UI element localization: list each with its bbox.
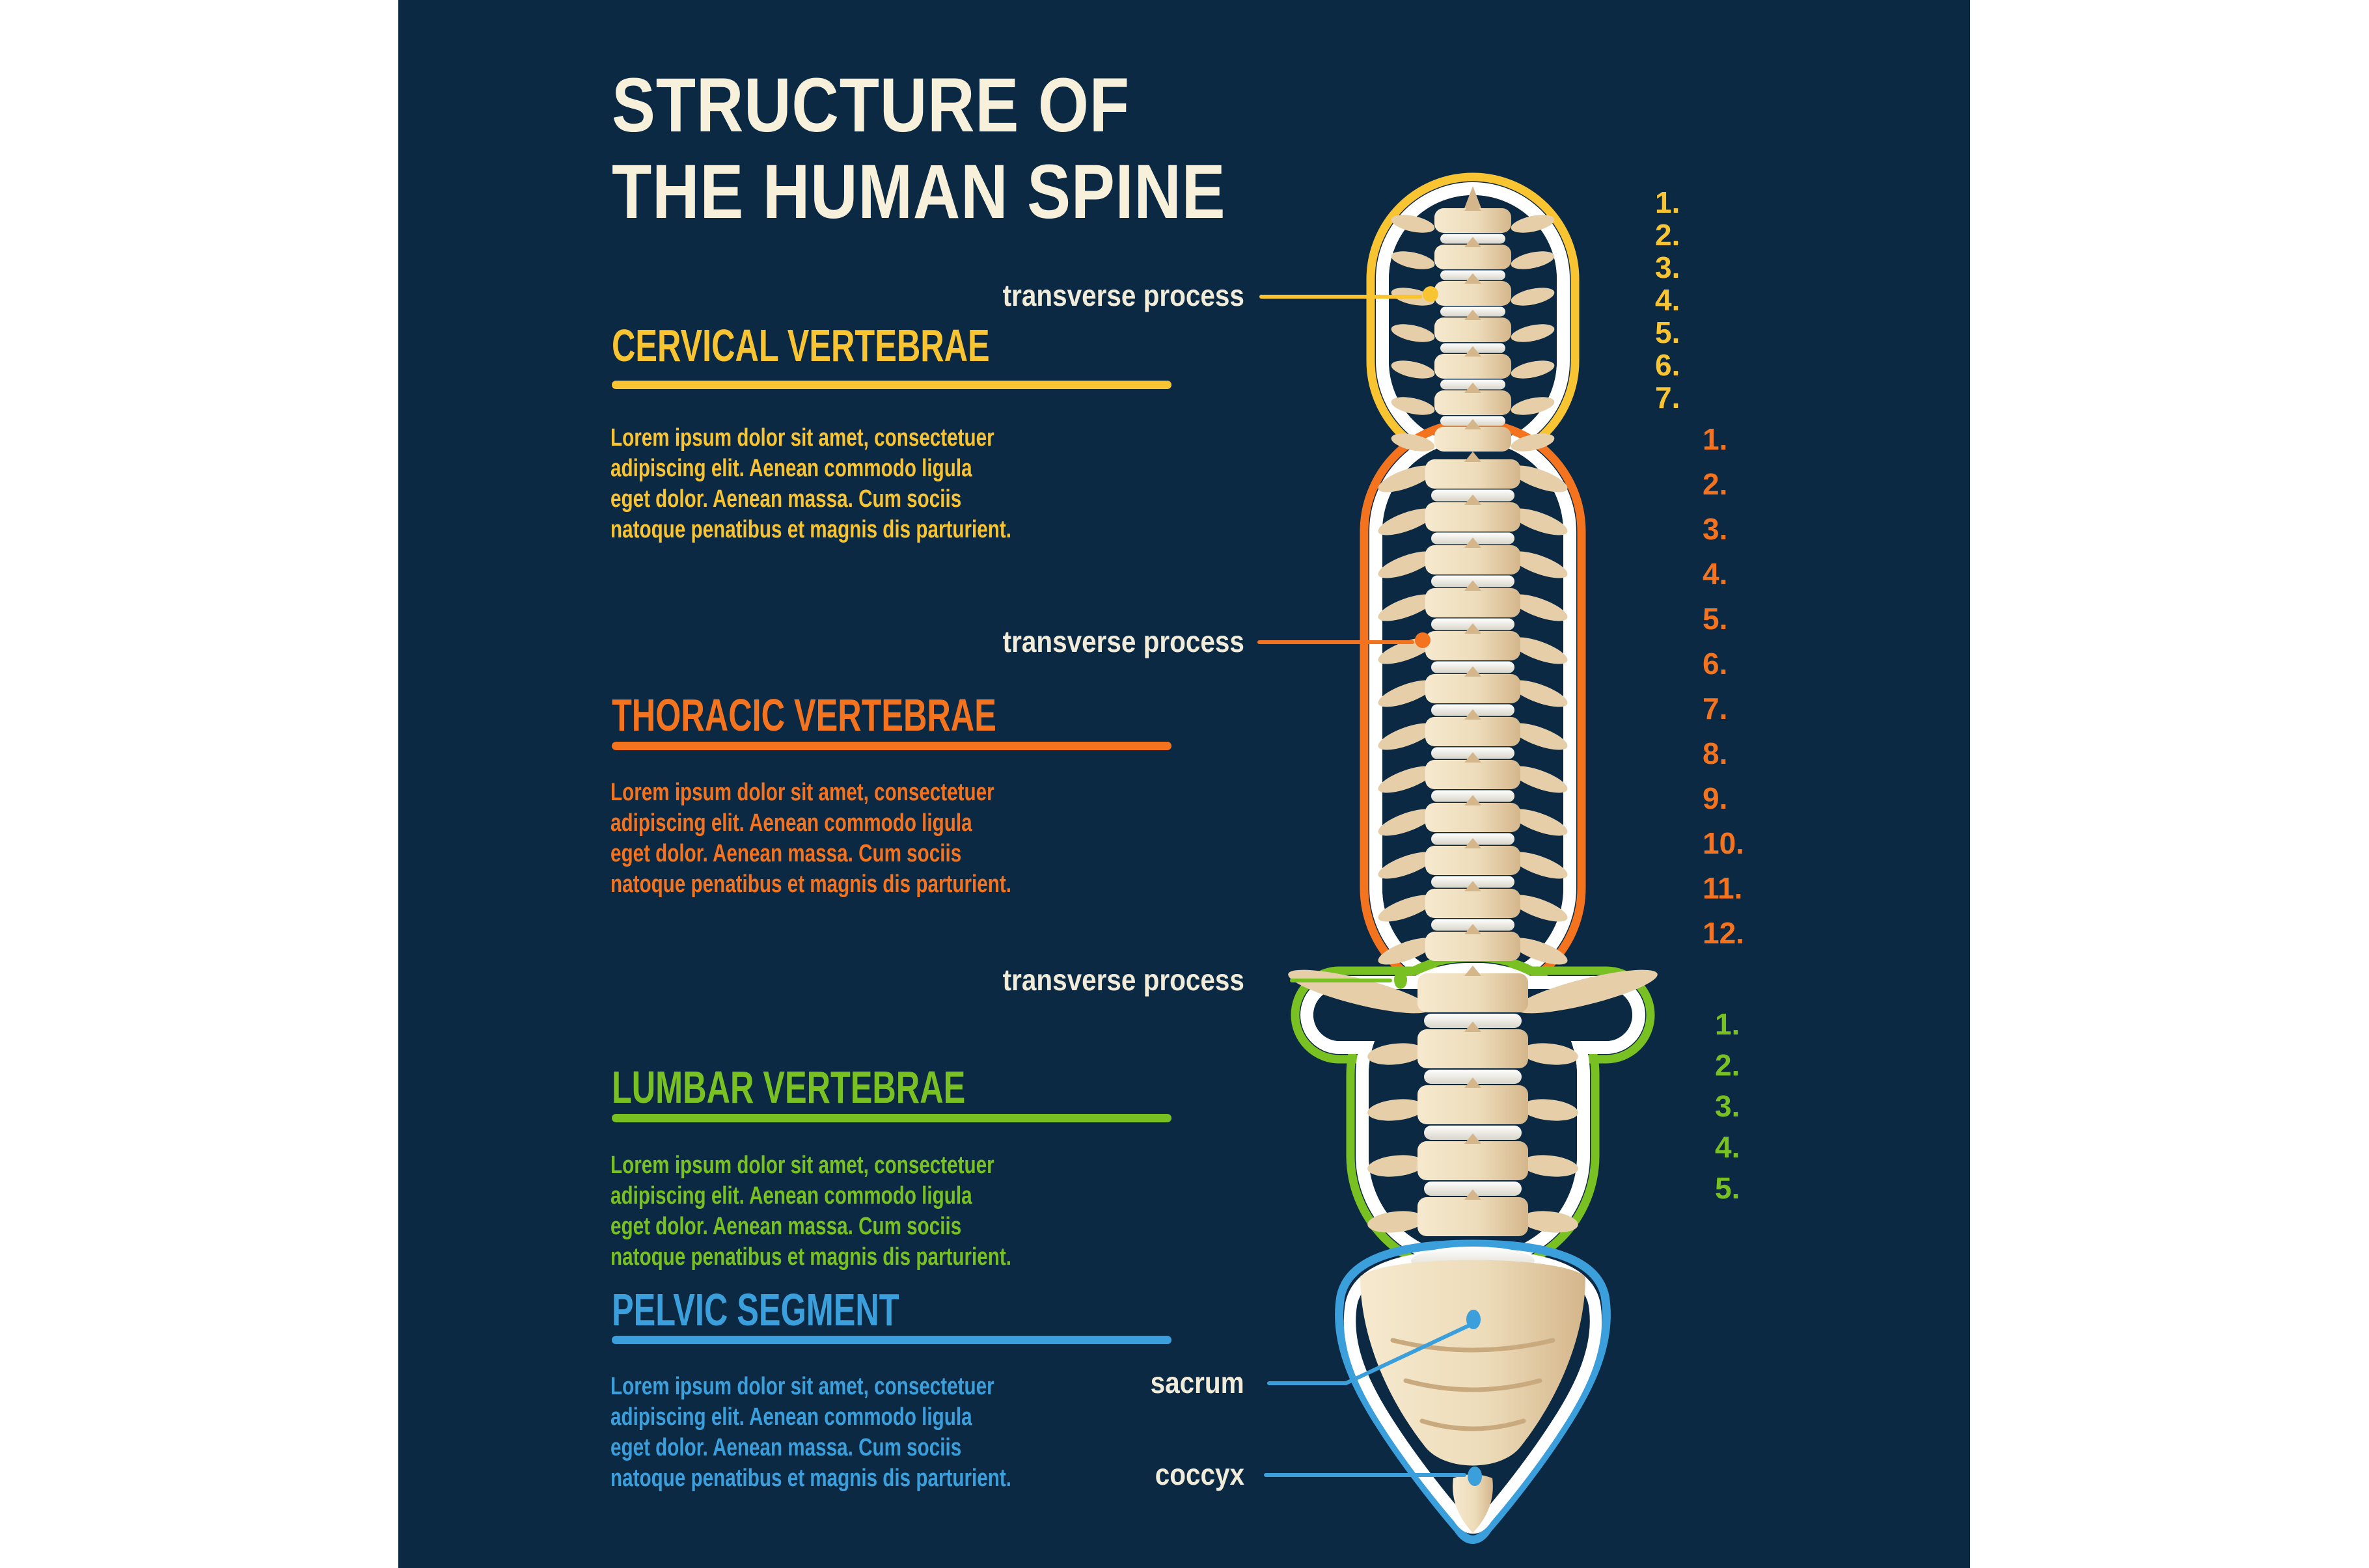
section-underline-thoracic: [612, 742, 1171, 750]
page-title-line2: THE HUMAN SPINE: [612, 149, 1226, 235]
section-description-pelvic: Lorem ipsum dolor sit amet, consectetuer…: [610, 1373, 1011, 1492]
vertebra-number: 3.: [1655, 250, 1680, 284]
vertebra-number: 4.: [1703, 557, 1728, 591]
label-transverse-process-cervical: transverse process: [1002, 278, 1244, 312]
vertebra-number: 12.: [1703, 916, 1744, 950]
vertebra-number: 5.: [1655, 316, 1680, 349]
vertebra-number: 2.: [1715, 1048, 1740, 1082]
vertebra-number: 1.: [1715, 1007, 1740, 1041]
section-underline-lumbar: [612, 1114, 1171, 1122]
page-title: STRUCTURE OF THE HUMAN SPINE: [612, 62, 1226, 236]
vertebra-number: 5.: [1715, 1171, 1740, 1205]
section-underline-pelvic: [612, 1336, 1171, 1344]
label-transverse-process-thoracic: transverse process: [1002, 625, 1244, 658]
vertebra-number: 8.: [1703, 737, 1728, 770]
background-panel: [398, 0, 1970, 1568]
section-description-cervical: Lorem ipsum dolor sit amet, consectetuer…: [610, 424, 1011, 543]
section-underline-cervical: [612, 381, 1171, 389]
section-heading-pelvic: PELVIC SEGMENT: [612, 1284, 899, 1335]
section-heading-lumbar: LUMBAR VERTEBRAE: [612, 1062, 966, 1113]
thoracic-numbers-column: 1. 2. 3. 4. 5. 6. 7. 8. 9. 10. 11. 12.: [1703, 424, 1744, 963]
vertebra-number: 1.: [1655, 185, 1680, 219]
section-description-thoracic: Lorem ipsum dolor sit amet, consectetuer…: [610, 779, 1011, 898]
vertebra-number: 1.: [1703, 422, 1728, 456]
section-description-lumbar: Lorem ipsum dolor sit amet, consectetuer…: [610, 1152, 1011, 1271]
lumbar-numbers-column: 1. 2. 3. 4. 5.: [1715, 1009, 1740, 1214]
label-coccyx: coccyx: [1155, 1457, 1244, 1491]
vertebra-number: 5.: [1703, 602, 1728, 636]
vertebra-number: 4.: [1655, 283, 1680, 317]
section-heading-thoracic: THORACIC VERTEBRAE: [612, 690, 996, 740]
vertebra-number: 3.: [1715, 1089, 1740, 1123]
vertebra-number: 7.: [1703, 692, 1728, 725]
vertebra-number: 6.: [1703, 647, 1728, 681]
vertebra-number: 2.: [1703, 467, 1728, 501]
vertebra-number: 3.: [1703, 512, 1728, 546]
vertebra-number: 9.: [1703, 781, 1728, 815]
vertebra-number: 6.: [1655, 348, 1680, 382]
page-title-line1: STRUCTURE OF: [612, 62, 1130, 148]
vertebra-number: 4.: [1715, 1130, 1740, 1164]
section-heading-cervical: CERVICAL VERTEBRAE: [612, 320, 990, 371]
cervical-numbers-column: 1. 2. 3. 4. 5. 6. 7.: [1655, 187, 1680, 415]
label-transverse-process-lumbar: transverse process: [1002, 963, 1244, 997]
vertebra-number: 2.: [1655, 218, 1680, 252]
vertebra-number: 11.: [1703, 871, 1743, 905]
label-sacrum: sacrum: [1150, 1366, 1244, 1399]
vertebra-number: 7.: [1655, 381, 1680, 414]
vertebra-number: 10.: [1703, 826, 1744, 860]
